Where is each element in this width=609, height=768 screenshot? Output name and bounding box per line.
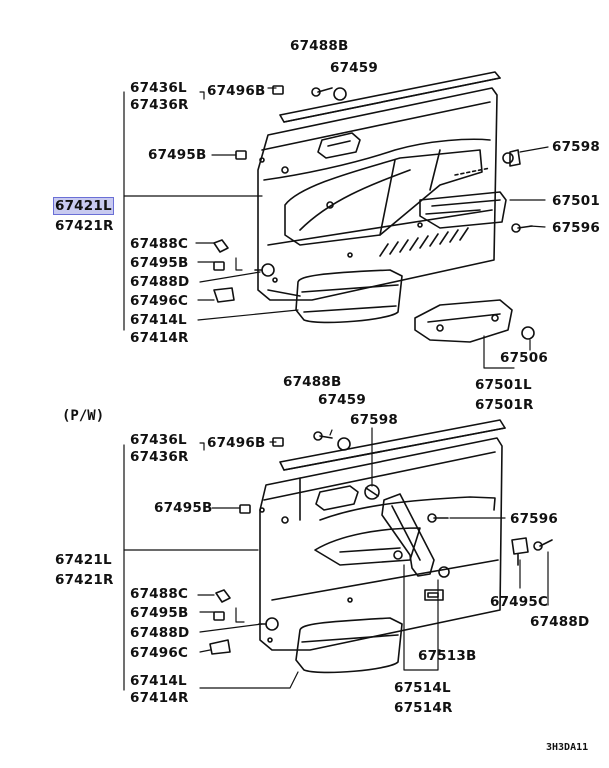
armrest-lower bbox=[414, 299, 513, 343]
armrest-67501 bbox=[419, 191, 507, 229]
callout-67596-top: 67596 bbox=[552, 220, 600, 236]
power-window-label: (P/W) bbox=[62, 408, 105, 424]
callout-67596-bottom: 67596 bbox=[510, 511, 558, 527]
callout-67495B-top: 67495B bbox=[148, 147, 207, 163]
callout-67496C-top: 67496C bbox=[130, 293, 189, 309]
callout-67488B-top: 67488B bbox=[290, 38, 349, 54]
callout-67414L-top: 67414L bbox=[130, 312, 187, 328]
callout-67436L-bottom: 67436L bbox=[130, 432, 187, 448]
bottom-leaders bbox=[123, 427, 549, 691]
callout-67496B-bottom: 67496B bbox=[207, 435, 266, 451]
pull-handle bbox=[381, 493, 435, 577]
callout-67496C-bottom: 67496C bbox=[130, 645, 189, 661]
top-door-trim bbox=[257, 71, 501, 301]
callout-67501R-top: 67501R bbox=[475, 397, 534, 413]
callout-67436R-top: 67436R bbox=[130, 97, 189, 113]
callout-67421R-top: 67421R bbox=[55, 218, 114, 234]
callout-67421R-bottom: 67421R bbox=[55, 572, 114, 588]
callout-67513B-bottom: 67513B bbox=[418, 648, 477, 664]
callout-67514R-bottom: 67514R bbox=[394, 700, 453, 716]
callout-67501L-top: 67501L bbox=[475, 377, 532, 393]
callout-67501-top: 67501 bbox=[552, 193, 600, 209]
callout-67488D2-bottom: 67488D bbox=[530, 614, 590, 630]
callout-67421L-bottom: 67421L bbox=[55, 552, 112, 568]
callout-67436R-bottom: 67436R bbox=[130, 449, 189, 465]
callout-67495B2-bottom: 67495B bbox=[130, 605, 189, 621]
callout-67414L-bottom: 67414L bbox=[130, 673, 187, 689]
callout-67459-top: 67459 bbox=[330, 60, 378, 76]
callout-67495C-bottom: 67495C bbox=[490, 594, 549, 610]
callout-67496B-top: 67496B bbox=[207, 83, 266, 99]
callout-67495B-bottom: 67495B bbox=[154, 500, 213, 516]
callout-67488C-top: 67488C bbox=[130, 236, 189, 252]
callout-67459-bottom: 67459 bbox=[318, 392, 366, 408]
callout-67598-top: 67598 bbox=[552, 139, 600, 155]
callout-67436L-top: 67436L bbox=[130, 80, 187, 96]
top-door-pocket bbox=[295, 269, 403, 324]
callout-67488C-bottom: 67488C bbox=[130, 586, 189, 602]
callout-67495B2-top: 67495B bbox=[130, 255, 189, 271]
diagram-code: 3H3DA11 bbox=[546, 742, 589, 753]
callout-67488D-bottom: 67488D bbox=[130, 625, 190, 641]
bottom-door-trim bbox=[259, 419, 506, 651]
top-leaders bbox=[123, 87, 549, 369]
callout-67421L-top[interactable]: 67421L bbox=[53, 197, 114, 215]
callout-67506-top: 67506 bbox=[500, 350, 548, 366]
bottom-door-pocket bbox=[295, 617, 403, 674]
callout-67414R-top: 67414R bbox=[130, 330, 189, 346]
callout-67488B-bottom: 67488B bbox=[283, 374, 342, 390]
callout-67414R-bottom: 67414R bbox=[130, 690, 189, 706]
callout-67514L-bottom: 67514L bbox=[394, 680, 451, 696]
callout-67488D-top: 67488D bbox=[130, 274, 190, 290]
callout-67598-bottom: 67598 bbox=[350, 412, 398, 428]
